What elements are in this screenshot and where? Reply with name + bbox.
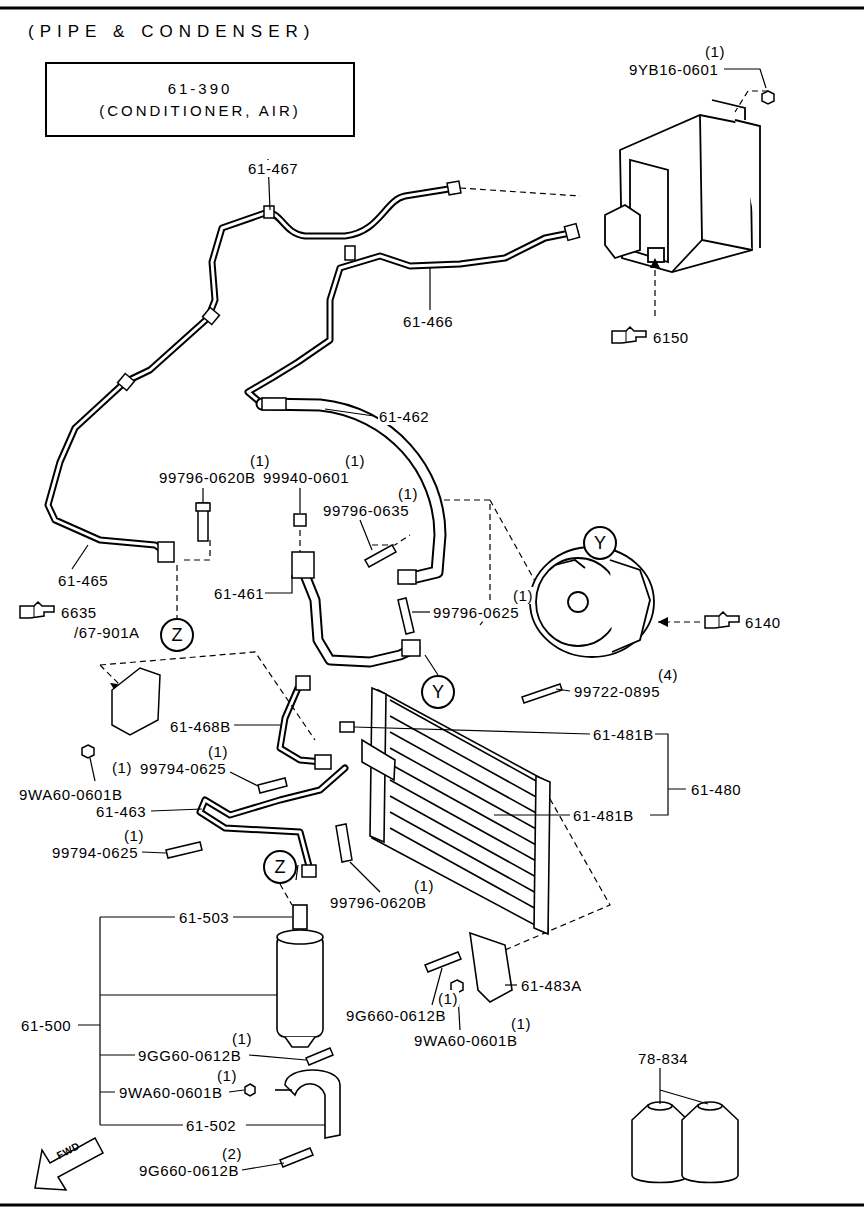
quantity-number: (1) [216, 1067, 238, 1084]
part-number: 99940-0601 [262, 469, 350, 486]
part-number: 61-465 [57, 572, 109, 589]
part-number: 61-481B [572, 807, 635, 824]
part-number: 61-467 [247, 160, 299, 177]
quantity-number: (1) [111, 759, 133, 776]
reference-circle: Z [263, 850, 297, 884]
part-number: 78-834 [637, 1050, 689, 1067]
part-number: 99794-0625 [51, 844, 139, 861]
part-number: 99796-0635 [322, 502, 410, 519]
part-number: 9WA60-0601B [18, 786, 124, 803]
part-number: 61-463 [95, 803, 147, 820]
part-number: 9WA60-0601B [413, 1032, 519, 1049]
quantity-number: (1) [344, 452, 366, 469]
part-number: 61-500 [20, 1017, 72, 1034]
reference-letter: Y [594, 533, 606, 553]
diagram-title: (PIPE & CONDENSER) [28, 22, 315, 42]
part-number: 61-481B [592, 726, 655, 743]
reference-box: 61-390(CONDITIONER, AIR) [45, 62, 355, 137]
quantity-number: (1) [249, 452, 271, 469]
reference-circle: Z [160, 618, 194, 652]
quantity-number: (1) [437, 990, 459, 1007]
reference-circle: Y [583, 526, 617, 560]
reference-letter: Y [432, 682, 444, 702]
part-number: 99722-0895 [573, 683, 661, 700]
part-number: 9GG60-0612B [137, 1047, 242, 1064]
part-number: 61-462 [378, 408, 430, 425]
quantity-number: (1) [704, 43, 726, 60]
quantity-number: (1) [397, 485, 419, 502]
quantity-number: (1) [510, 1015, 532, 1032]
box-text: (CONDITIONER, AIR) [99, 100, 301, 122]
part-number: 61-468B [169, 718, 232, 735]
box-text: 61-390 [168, 78, 233, 100]
part-number: 9G660-0612B [138, 1162, 240, 1179]
part-number: 99796-0625 [432, 604, 520, 621]
quantity-number: (1) [231, 1030, 253, 1047]
part-number: 99796-0620B [158, 469, 257, 486]
quantity-number: (2) [221, 1145, 243, 1162]
quantity-number: (1) [123, 827, 145, 844]
part-number: /67-901A [73, 624, 141, 641]
part-number: 6150 [652, 329, 690, 346]
part-number: 6140 [744, 614, 782, 631]
quantity-number: (4) [657, 666, 679, 683]
part-number: 9WA60-0601B [118, 1084, 224, 1101]
part-number: 6635 [60, 604, 98, 621]
quantity-number: (1) [413, 877, 435, 894]
part-number: 61-503 [178, 909, 230, 926]
reference-circle: Y [421, 675, 455, 709]
part-number: 9YB16-0601 [628, 61, 719, 78]
part-number: 61-466 [402, 313, 454, 330]
quantity-number: (1) [512, 587, 534, 604]
part-number: 99796-0620B [329, 894, 428, 911]
part-number: 61-483A [520, 977, 583, 994]
part-number: 61-461 [213, 585, 265, 602]
part-number: 61-480 [690, 781, 742, 798]
reference-letter: Z [172, 625, 183, 645]
part-number: 99794-0625 [139, 760, 227, 777]
quantity-number: (1) [207, 743, 229, 760]
part-number: 61-502 [185, 1117, 237, 1134]
reference-letter: Z [275, 857, 286, 877]
part-number: 9G660-0612B [345, 1007, 447, 1024]
